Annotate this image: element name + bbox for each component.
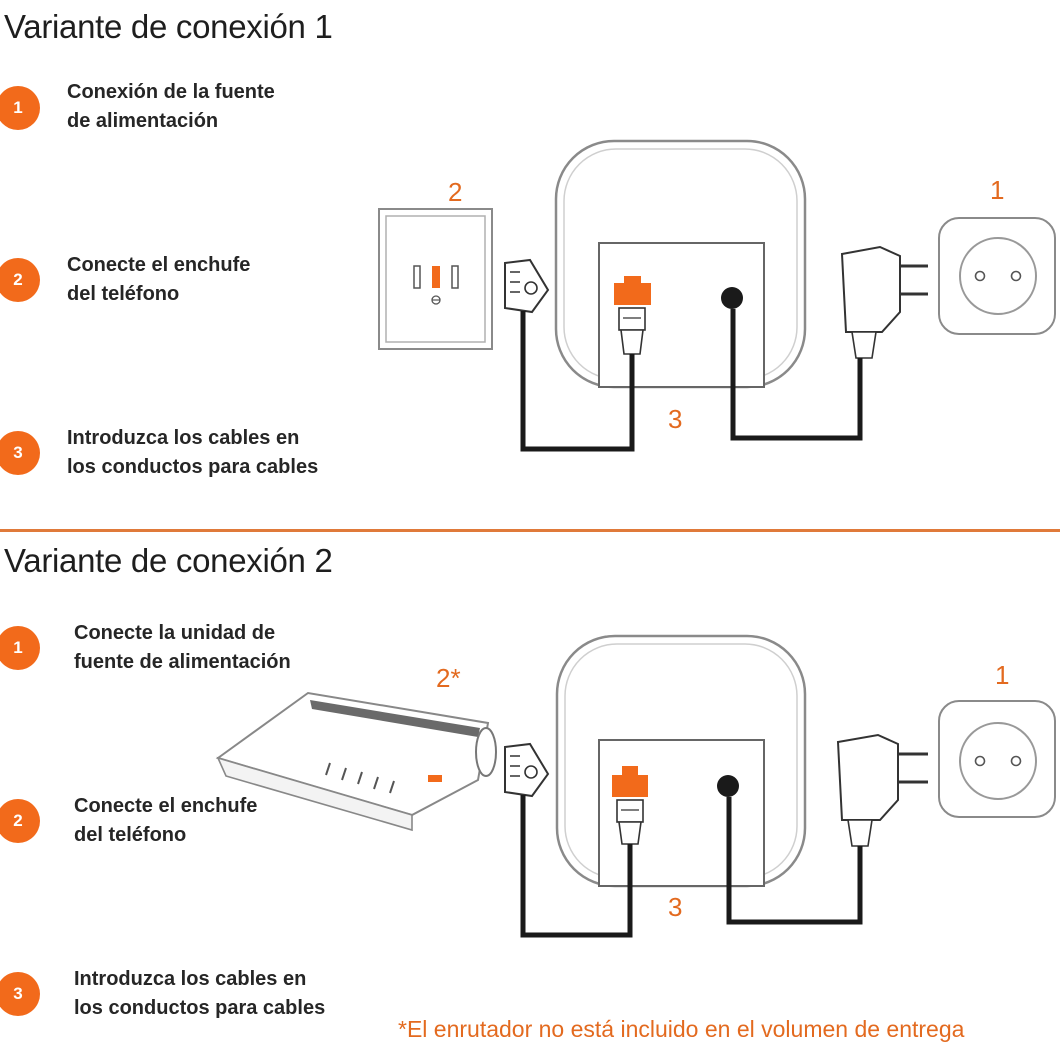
power-jack-icon [721,287,743,309]
section-2-step-3-badge: 3 [0,972,40,1016]
section-2-step-1-text: Conecte la unidad de fuente de alimentac… [74,619,291,677]
power-jack-icon [717,775,739,797]
section-2-step-2-line2: del teléfono [74,824,187,846]
section-1-diagram: 2 [378,139,1056,452]
section-1-step-3-line1: Introduzca los cables en [67,427,300,449]
section-2-title: Variante de conexión 2 [4,542,333,579]
section-2-step-2-text: Conecte el enchufe del teléfono [74,792,257,850]
section-2-diagram: 2* [215,634,1056,938]
label-router: 2* [436,663,461,693]
power-outlet [938,700,1056,818]
phone-port-icon [612,766,648,797]
section-2-step-1-line2: fuente de alimentación [74,651,291,673]
section-divider [0,529,1060,532]
cables [520,309,863,452]
cables [520,795,863,938]
section-1-step-1-text: Conexión de la fuente de alimentación [67,78,275,136]
section-2-step-1-line1: Conecte la unidad de [74,622,276,644]
router [215,691,497,832]
section-1-step-1-line2: de alimentación [67,110,219,132]
section-1-step-1-line1: Conexión de la fuente [67,81,275,103]
section-1-step-3-text: Introduzca los cables en los conductos p… [67,424,318,482]
label-power-outlet-1: 1 [990,175,1004,205]
footnote: *El enrutador no está incluido en el vol… [398,1016,965,1042]
power-outlet [938,217,1056,335]
section-1-step-2-text: Conecte el enchufe del teléfono [67,251,250,309]
section-1-step-2-line1: Conecte el enchufe [67,254,251,276]
section-2-step-3-text: Introduzca los cables en los conductos p… [74,965,325,1023]
label-cables-2: 3 [668,892,682,922]
section-2-step-3-line1: Introduzca los cables en [74,968,307,990]
section-1-step-1-badge: 1 [0,86,40,130]
power-adapter [840,245,928,359]
label-cables-1: 3 [668,404,682,434]
section-1-step-3-line2: los conductos para cables [67,456,319,478]
section-1-title: Variante de conexión 1 [4,8,333,45]
wall-phone-socket [378,208,493,350]
phone-port-icon [614,276,651,305]
section-1-step-2-badge: 2 [0,258,40,302]
section-1-step-3-badge: 3 [0,431,40,475]
section-2-step-3-line2: los conductos para cables [74,997,326,1019]
base-station [555,634,807,888]
section-2-step-2-line1: Conecte el enchufe [74,795,258,817]
base-station [554,139,807,389]
section-1-step-2-line2: del teléfono [67,283,180,305]
label-power-outlet-2: 1 [995,660,1009,690]
tae-plug [504,258,550,314]
section-2-step-1-badge: 1 [0,626,40,670]
section-2-step-2-badge: 2 [0,799,40,843]
tae-plug [504,742,550,798]
power-adapter [836,733,928,847]
label-wall-socket: 2 [448,177,462,207]
